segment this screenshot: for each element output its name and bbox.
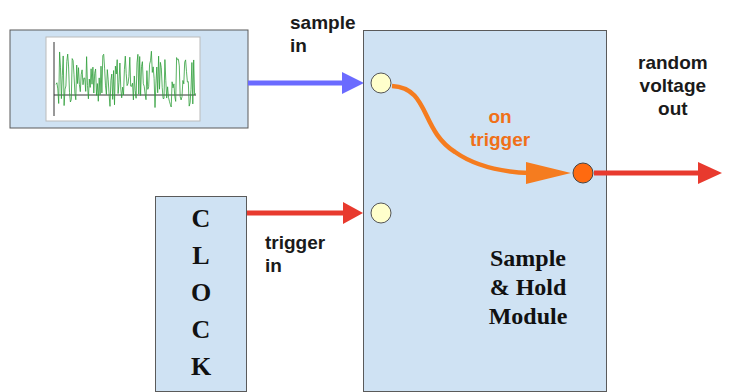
signal-panel bbox=[10, 30, 248, 128]
trigger-path bbox=[392, 86, 530, 173]
clock-box: CLOCK bbox=[155, 196, 247, 392]
port-label: sample in bbox=[290, 12, 355, 58]
plot-axis bbox=[54, 95, 196, 96]
sample-arrow bbox=[248, 81, 344, 86]
module-title: Sample & Hold Module bbox=[489, 244, 568, 330]
output-arrowhead bbox=[698, 162, 722, 184]
module-box: Sample & Hold Module bbox=[363, 30, 607, 392]
path-label: on trigger bbox=[470, 106, 530, 152]
input-jack bbox=[371, 203, 391, 223]
output-arrow bbox=[594, 171, 702, 176]
noise-trace bbox=[56, 51, 196, 107]
output-label: random voltage out bbox=[638, 52, 708, 120]
noise-plot bbox=[46, 37, 200, 121]
clock-title: CLOCK bbox=[188, 201, 214, 386]
plot-axis bbox=[54, 42, 55, 116]
port-label: trigger in bbox=[265, 232, 325, 278]
noise-line bbox=[56, 51, 196, 107]
trigger-path-arrowhead bbox=[526, 162, 571, 184]
input-jack bbox=[371, 73, 391, 93]
connector-line bbox=[247, 211, 345, 216]
connector-arrowhead bbox=[343, 202, 363, 224]
trigger-connector bbox=[247, 202, 363, 224]
sample-arrowhead bbox=[342, 72, 364, 94]
output-jack bbox=[573, 163, 593, 183]
